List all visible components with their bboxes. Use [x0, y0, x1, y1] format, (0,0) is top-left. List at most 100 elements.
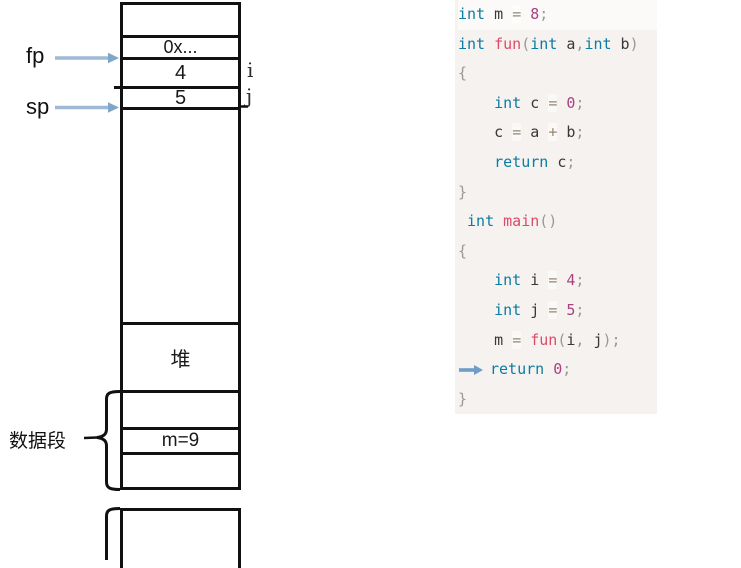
code-token: ; — [562, 360, 572, 379]
code-token — [485, 35, 494, 53]
code-token: main — [503, 212, 540, 231]
code-token: 0 — [566, 93, 576, 112]
code-segment-box — [120, 508, 241, 568]
code-token — [458, 153, 494, 171]
code-token: b — [557, 123, 576, 142]
code-line: } — [458, 178, 657, 208]
code-token: = — [548, 300, 558, 319]
code-token: ; — [539, 5, 549, 23]
code-token: ; — [575, 93, 585, 112]
code-line: int m = 8; — [458, 0, 657, 30]
code-token: int — [494, 271, 522, 290]
code-token: int — [494, 93, 522, 112]
code-token — [521, 331, 530, 349]
data-segment-cell-1 — [123, 393, 238, 430]
code-line: return c; — [458, 148, 657, 178]
code-token — [458, 301, 494, 319]
code-token: , — [575, 34, 585, 53]
variable-i-label: i — [247, 58, 254, 82]
code-token: b — [611, 34, 630, 53]
code-token: = — [512, 5, 522, 23]
code-token: return — [490, 360, 545, 379]
code-token: ( — [557, 330, 567, 349]
code-token: ); — [602, 330, 621, 349]
code-line: int fun(int a,int b) — [458, 30, 657, 60]
code-block: int m = 8;int fun(int a,int b){ int c = … — [455, 0, 657, 414]
stack-memory-box: 0x... 4 5 堆 m=9 — [120, 2, 241, 490]
code-token: + — [548, 123, 558, 142]
code-token: int — [584, 34, 612, 53]
code-line: int j = 5; — [458, 296, 657, 326]
code-token: ( — [521, 34, 531, 53]
code-token: 8 — [530, 5, 540, 23]
code-token: fun — [530, 330, 558, 349]
code-token — [458, 271, 494, 289]
sp-pointer-label: sp — [26, 94, 50, 119]
code-token: int — [458, 34, 486, 53]
data-segment-brace — [96, 390, 121, 491]
code-token: c — [458, 123, 513, 142]
code-token: ; — [575, 271, 585, 290]
code-token: { — [458, 64, 468, 83]
code-token: ; — [566, 152, 576, 171]
variable-j-label: j — [246, 84, 253, 108]
code-token: a — [557, 34, 576, 53]
code-token: = — [548, 271, 558, 290]
code-token: { — [458, 241, 468, 260]
code-token: } — [458, 389, 468, 408]
code-token: () — [539, 212, 558, 231]
code-line: int main() — [458, 207, 657, 237]
code-token: a — [521, 123, 549, 142]
code-token: 4 — [566, 271, 576, 290]
code-token: i — [521, 271, 549, 290]
code-line: } — [458, 385, 657, 415]
code-token: j — [521, 300, 549, 319]
code-token: ) — [629, 34, 639, 53]
fp-pointer-label: fp — [26, 43, 45, 68]
code-line: int i = 4; — [458, 266, 657, 296]
data-segment-label: 数据段 — [9, 431, 67, 452]
code-token — [521, 5, 530, 23]
current-line-arrow-icon — [458, 360, 490, 378]
fp-arrow-icon — [55, 52, 119, 64]
stack-cell-return-address: 0x... — [123, 37, 238, 60]
code-token: int — [530, 34, 558, 53]
code-token — [458, 212, 467, 230]
code-token: m — [485, 5, 513, 23]
code-line: { — [458, 237, 657, 267]
code-token: fun — [494, 34, 522, 53]
code-token: 0 — [553, 360, 563, 379]
code-token: ; — [575, 123, 585, 142]
code-token: c — [548, 152, 567, 171]
code-token: int — [494, 300, 522, 319]
code-line: return 0; — [458, 355, 657, 385]
code-token: i — [566, 330, 576, 349]
code-line: c = a + b; — [458, 118, 657, 148]
code-token: = — [548, 93, 558, 112]
stack-cell-j: 5 — [123, 87, 238, 110]
data-segment-label-connector — [83, 436, 98, 440]
code-token: 5 — [566, 300, 576, 319]
code-token: = — [512, 330, 522, 349]
code-token: c — [521, 93, 549, 112]
code-token: return — [494, 152, 549, 171]
code-token: int — [467, 212, 495, 231]
bottom-section-brace — [105, 507, 121, 560]
stack-cell-top — [123, 5, 238, 38]
code-token — [458, 94, 494, 112]
stack-cell-i: 4 — [123, 60, 238, 89]
code-token: } — [458, 182, 468, 201]
code-token: = — [512, 123, 522, 142]
code-token: m — [458, 330, 513, 349]
data-segment-cell-m: m=9 — [123, 430, 238, 455]
code-line: m = fun(i, j); — [458, 326, 657, 356]
code-token — [544, 360, 553, 378]
data-segment-cell-2 — [123, 455, 238, 488]
sp-arrow-icon — [55, 102, 119, 113]
stack-cell-free-space — [123, 110, 238, 325]
code-line: { — [458, 59, 657, 89]
heap-cell: 堆 — [123, 325, 238, 393]
code-token: , — [575, 330, 585, 349]
code-token: ; — [575, 300, 585, 319]
code-token: j — [584, 330, 603, 349]
